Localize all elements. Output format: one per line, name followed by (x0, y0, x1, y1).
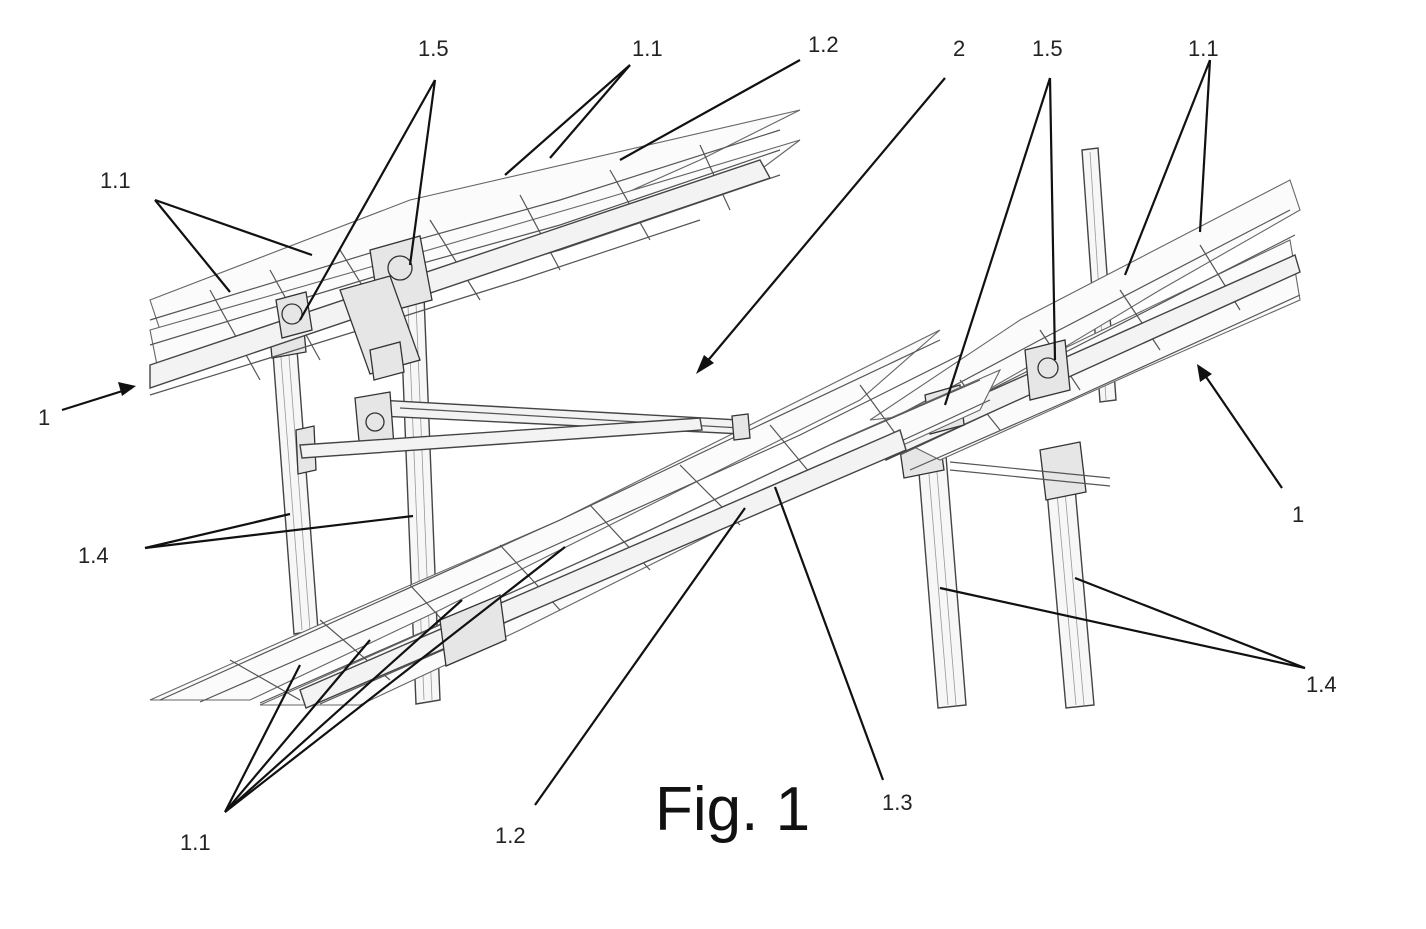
label-1-5-right: 1.5 (1032, 36, 1063, 61)
label-1-4-right: 1.4 (1306, 672, 1337, 697)
label-1-1-bottom: 1.1 (180, 830, 211, 855)
label-1-1-top-center: 1.1 (632, 36, 663, 61)
label-1-right: 1 (1292, 502, 1304, 527)
label-1-3: 1.3 (882, 790, 913, 815)
label-1-5-left: 1.5 (418, 36, 449, 61)
label-1-4-left: 1.4 (78, 543, 109, 568)
label-2: 2 (953, 36, 965, 61)
linkage-bar (300, 392, 750, 458)
label-1-1-top-right: 1.1 (1188, 36, 1219, 61)
label-1-2-bottom: 1.2 (495, 823, 526, 848)
label-1-1-top-left: 1.1 (100, 168, 131, 193)
label-1-left: 1 (38, 405, 50, 430)
label-1-2-top: 1.2 (808, 32, 839, 57)
back-panel-row (150, 110, 800, 395)
figure-caption: Fig. 1 (655, 775, 810, 844)
